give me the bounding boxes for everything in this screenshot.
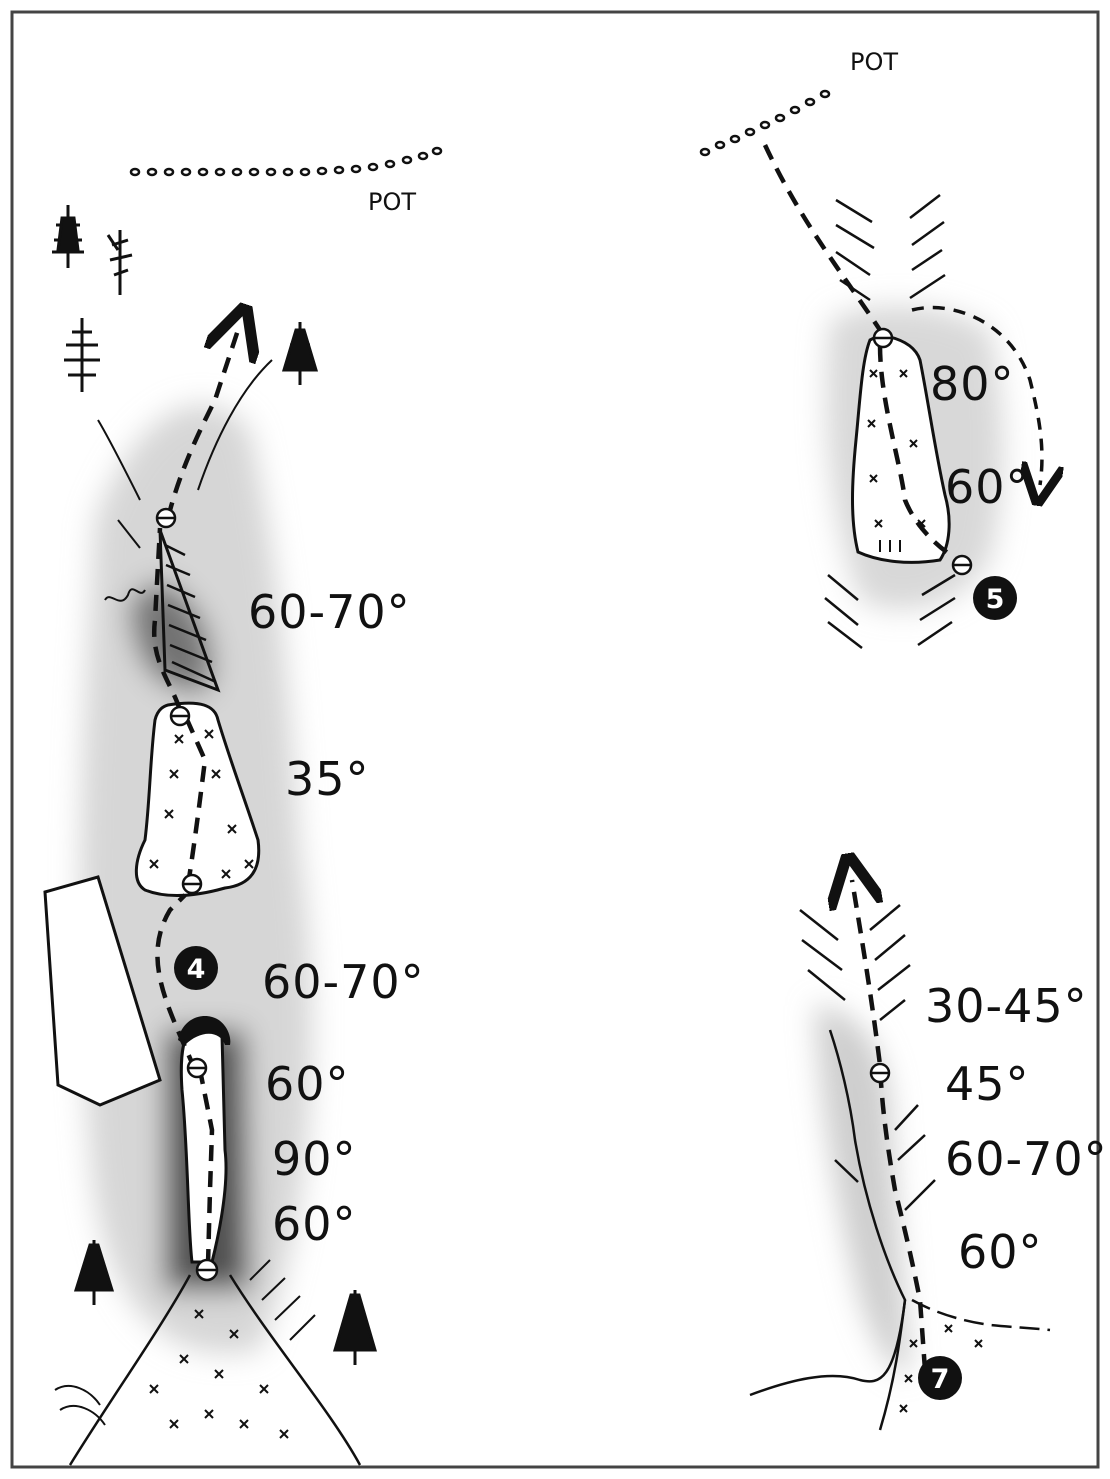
route-4-angle-3: 60-70°	[262, 955, 425, 1009]
route-4-angle-4: 60°	[265, 1057, 350, 1111]
route-7-angle-1: 30-45°	[925, 979, 1088, 1033]
route-4-angle-2: 35°	[285, 752, 370, 806]
route-5-angle-2: 60°	[945, 460, 1030, 514]
belay-icon	[871, 1064, 889, 1082]
route-4-angle-5: 90°	[272, 1132, 357, 1186]
route-4-angle-6: 60°	[272, 1197, 357, 1251]
bare-tree-icon	[108, 230, 132, 295]
route-5-angle-1: 80°	[930, 357, 1015, 411]
tree-icon	[76, 1240, 112, 1305]
left-path-dots	[131, 148, 441, 175]
route-7-angle-4: 60°	[958, 1225, 1043, 1279]
tree-icon	[64, 318, 100, 392]
route-7-angle-2: 45°	[945, 1057, 1030, 1111]
route-5-number: 5	[986, 584, 1005, 615]
tree-icon	[284, 322, 316, 385]
right-path-label: POT	[850, 48, 898, 76]
route-4-angle-1: 60-70°	[248, 585, 411, 639]
route-4-number: 4	[187, 954, 206, 985]
route-7-angle-3: 60-70°	[945, 1132, 1108, 1186]
tree-icon	[335, 1290, 375, 1365]
left-path-label: POT	[368, 188, 416, 216]
route-7-number: 7	[931, 1364, 950, 1395]
tree-icon	[52, 205, 84, 268]
